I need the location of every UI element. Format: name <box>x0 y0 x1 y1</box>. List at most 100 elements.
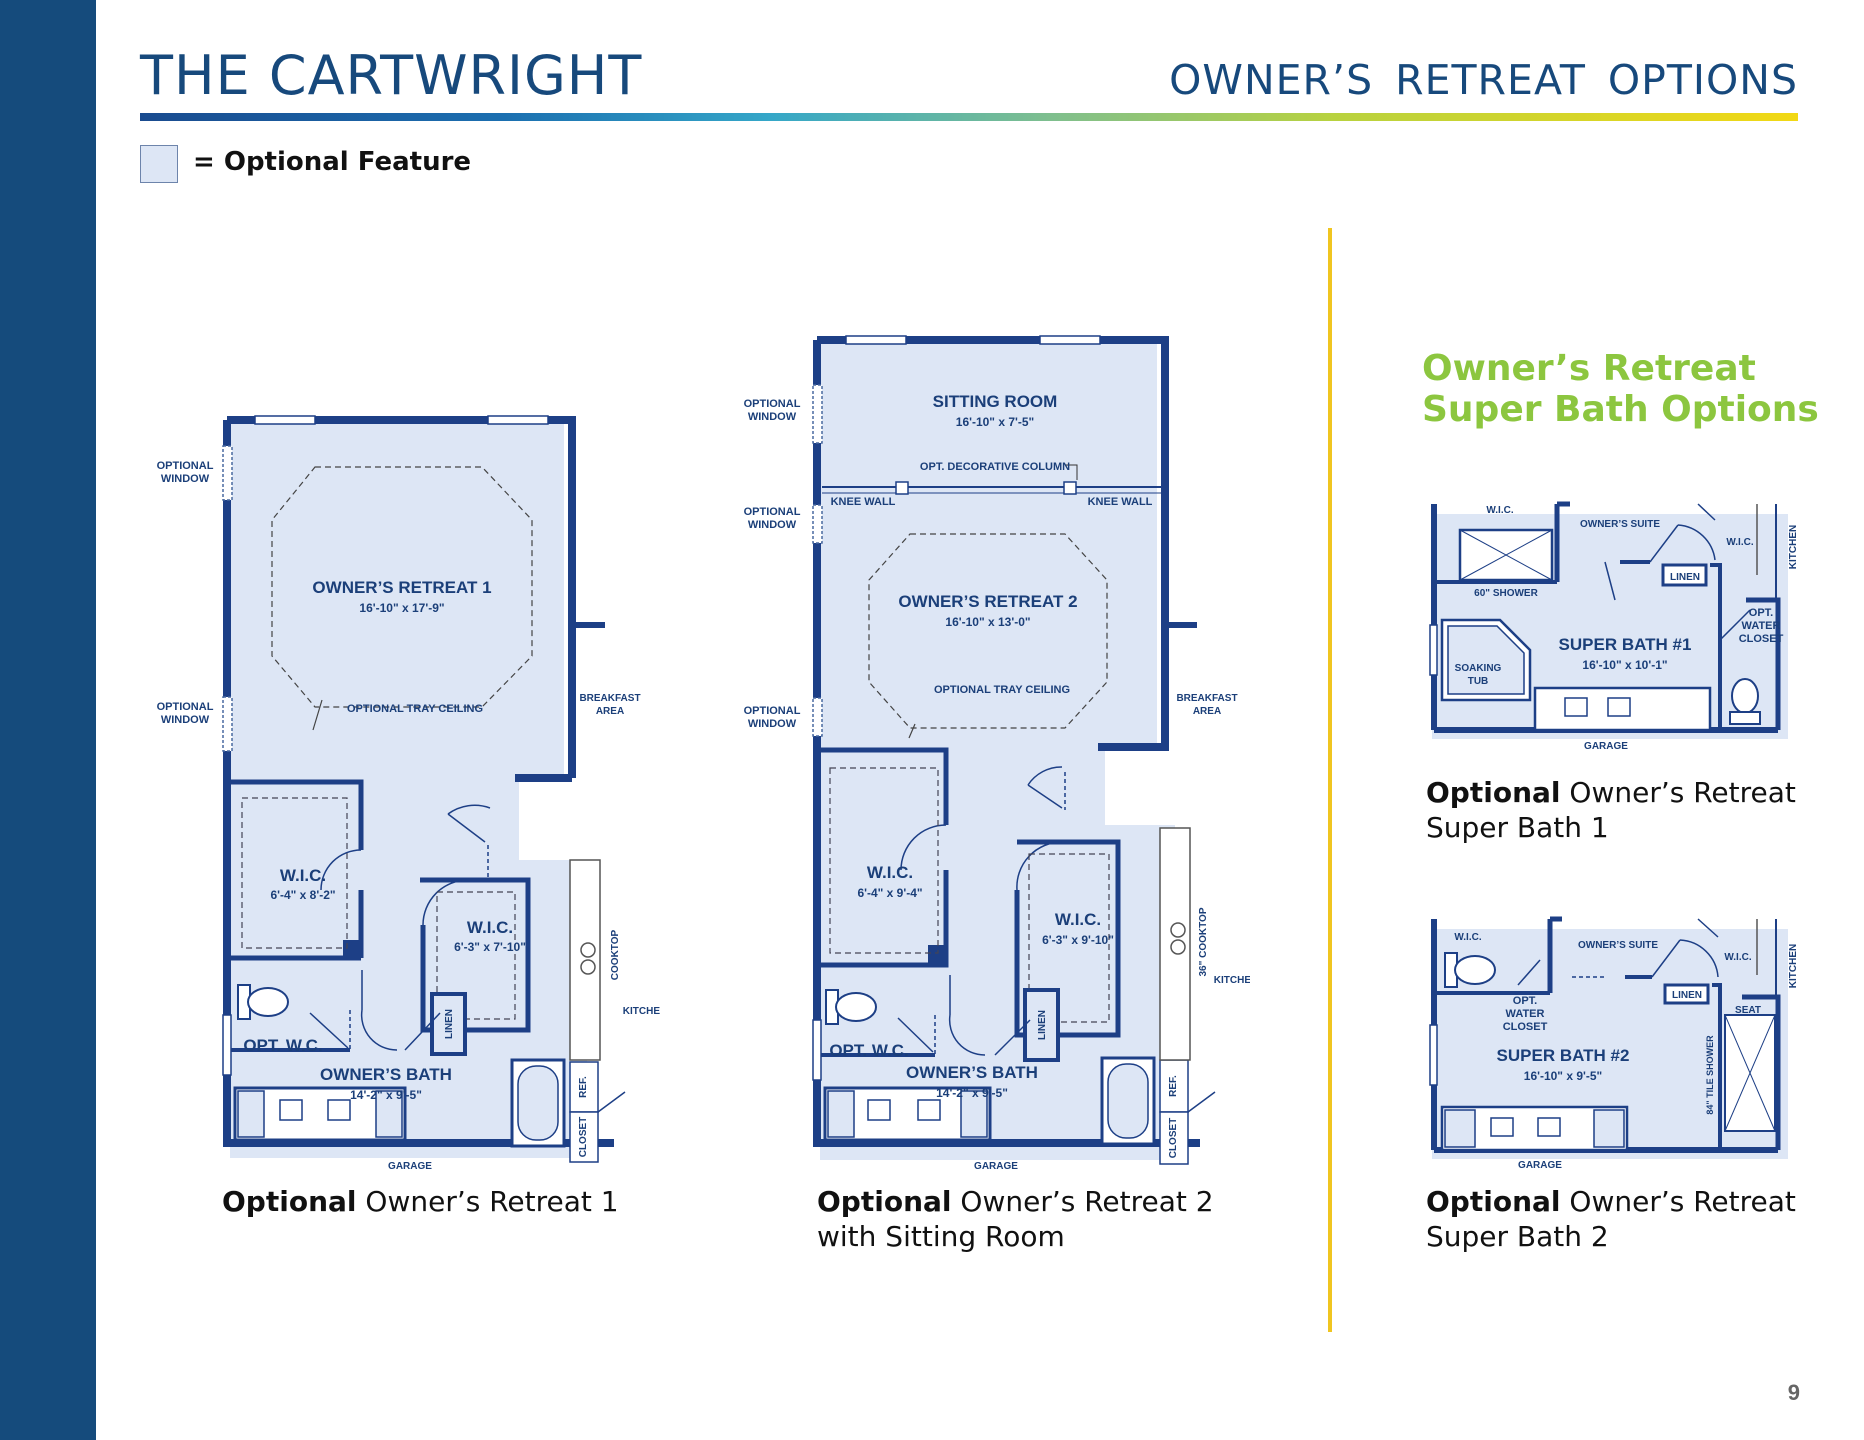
plan1-opt-wc: OPT. W.C. <box>243 1036 322 1055</box>
plan4-kitchen: KITCHEN <box>1788 944 1799 988</box>
plan1-ref: REF. <box>578 1076 589 1098</box>
plan1-bath-dims: 14'-2" x 9'-5" <box>350 1088 422 1102</box>
column-divider <box>1328 228 1332 1332</box>
plan2-window3-l1: OPTIONAL <box>744 705 801 717</box>
plan4-wic-left: W.I.C. <box>1454 932 1481 943</box>
plan3-bath-dims: 16'-10" x 10'-1" <box>1582 658 1667 672</box>
plan3-linen: LINEN <box>1670 572 1700 583</box>
plan2-tray-label: OPTIONAL TRAY CEILING <box>934 684 1070 696</box>
plan1-wic1-name: W.I.C. <box>280 866 326 885</box>
plan2-window2-l1: OPTIONAL <box>744 506 801 518</box>
plan2-bath-dims: 14'-2" x 9'-5" <box>936 1086 1008 1100</box>
plan4-tile-shower: 84" TILE SHOWER <box>1705 1035 1715 1115</box>
caption-plan-3: Optional Owner’s Retreat Super Bath 1 <box>1426 775 1796 845</box>
plan1-window-bottom-l1: OPTIONAL <box>157 701 214 713</box>
plan4-garage: GARAGE <box>1518 1160 1562 1171</box>
side-color-band <box>0 0 96 1440</box>
plan2-cooktop: 36" COOKTOP <box>1198 907 1209 976</box>
plan1-kitchen: KITCHEN <box>623 1006 660 1017</box>
plan1-cooktop: COOKTOP <box>610 929 621 980</box>
plan3-garage: GARAGE <box>1584 741 1628 752</box>
plan4-wc-l3: CLOSET <box>1503 1021 1548 1033</box>
plan1-tray-label: OPTIONAL TRAY CEILING <box>347 703 483 715</box>
page-subtitle: OWNER’S RETREAT OPTIONS <box>1169 56 1798 104</box>
plan3-wic-left: W.I.C. <box>1486 505 1513 516</box>
plan3-shower: 60" SHOWER <box>1474 588 1538 599</box>
plan3-bath-name: SUPER BATH #1 <box>1559 635 1692 654</box>
plan3-wc-l3: CLOSET <box>1739 633 1784 645</box>
plan1-room-dims: 16'-10" x 17'-9" <box>359 601 444 615</box>
plan3-soaking-l1: SOAKING <box>1455 663 1502 674</box>
plan3-owners-suite: OWNER’S SUITE <box>1580 519 1660 530</box>
plan2-wic1-dims: 6'-4" x 9'-4" <box>857 886 922 900</box>
plan2-garage: GARAGE <box>974 1161 1018 1172</box>
plan4-owners-suite: OWNER’S SUITE <box>1578 940 1658 951</box>
plan4-seat: SEAT <box>1735 1005 1761 1016</box>
plan2-bath-name: OWNER’S BATH <box>906 1063 1038 1082</box>
plan2-breakfast-l1: BREAKFAST <box>1176 693 1237 704</box>
plan1-wic2-dims: 6'-3" x 7'-10" <box>454 940 526 954</box>
plan3-wic-right: W.I.C. <box>1726 537 1753 548</box>
caption-plan-2-bold: Optional <box>817 1185 952 1218</box>
plan2-knee-left: KNEE WALL <box>831 496 896 508</box>
plan2-closet: CLOSET <box>1168 1118 1179 1159</box>
plan3-kitchen: KITCHEN <box>1788 525 1799 569</box>
plan4-wic-right: W.I.C. <box>1724 952 1751 963</box>
caption-plan-2: Optional Owner’s Retreat 2 with Sitting … <box>817 1184 1214 1254</box>
legend-swatch <box>140 145 178 183</box>
plan1-window-top-l2: WINDOW <box>161 473 210 485</box>
floorplan-super-bath-1: W.I.C. OWNER’S SUITE W.I.C. KITCHEN 60" … <box>1420 500 1810 760</box>
plan1-breakfast-l2: AREA <box>596 706 624 717</box>
plan2-linen: LINEN <box>1037 1010 1048 1040</box>
super-bath-heading: Owner’s Retreat Super Bath Options <box>1422 348 1819 430</box>
page-number: 9 <box>1787 1380 1800 1405</box>
plan2-breakfast-l2: AREA <box>1193 706 1221 717</box>
super-bath-heading-l2: Super Bath Options <box>1422 389 1819 430</box>
caption-plan-1: Optional Owner’s Retreat 1 <box>222 1184 619 1219</box>
plan4-bath-dims: 16'-10" x 9'-5" <box>1524 1069 1602 1083</box>
plan2-wic2-dims: 6'-3" x 9'-10" <box>1042 933 1114 947</box>
page-title: THE CARTWRIGHT <box>140 44 643 107</box>
caption-plan-1-rest: Owner’s Retreat 1 <box>356 1185 619 1218</box>
plan3-wc-l2: WATER <box>1742 620 1781 632</box>
caption-plan-3-rest: Owner’s Retreat <box>1560 776 1796 809</box>
plan3-soaking-l2: TUB <box>1468 676 1489 687</box>
plan4-bath-name: SUPER BATH #2 <box>1497 1046 1630 1065</box>
plan1-breakfast-l1: BREAKFAST <box>579 693 640 704</box>
plan2-window1-l1: OPTIONAL <box>744 398 801 410</box>
plan2-window3-l2: WINDOW <box>748 718 797 730</box>
plan1-window-bottom-l2: WINDOW <box>161 714 210 726</box>
plan1-garage: GARAGE <box>388 1161 432 1172</box>
gradient-rule <box>140 113 1798 121</box>
plan4-linen: LINEN <box>1672 990 1702 1001</box>
plan2-knee-right: KNEE WALL <box>1088 496 1153 508</box>
legend-label: = Optional Feature <box>193 147 472 177</box>
plan1-linen: LINEN <box>444 1009 455 1039</box>
floorplan-owners-retreat-1: OPTIONAL WINDOW OPTIONAL WINDOW OWNER’S … <box>150 410 660 1175</box>
caption-plan-1-bold: Optional <box>222 1185 357 1218</box>
plan2-sitting-dims: 16'-10" x 7'-5" <box>956 415 1034 429</box>
caption-plan-4-bold: Optional <box>1426 1185 1561 1218</box>
caption-plan-4-rest: Owner’s Retreat <box>1560 1185 1796 1218</box>
floorplan-owners-retreat-2: OPTIONAL WINDOW OPTIONAL WINDOW OPTIONAL… <box>740 330 1250 1175</box>
plan1-bath-name: OWNER’S BATH <box>320 1065 452 1084</box>
plan2-wic2-name: W.I.C. <box>1055 910 1101 929</box>
plan2-column-label: OPT. DECORATIVE COLUMN <box>920 461 1070 473</box>
super-bath-heading-l1: Owner’s Retreat <box>1422 348 1756 389</box>
plan1-wic1-dims: 6'-4" x 8'-2" <box>270 888 335 902</box>
plan2-room-name: OWNER’S RETREAT 2 <box>898 592 1077 611</box>
caption-plan-4-line2: Super Bath 2 <box>1426 1220 1609 1253</box>
plan2-wic1-name: W.I.C. <box>867 863 913 882</box>
caption-plan-3-line2: Super Bath 1 <box>1426 811 1609 844</box>
caption-plan-2-line2: with Sitting Room <box>817 1220 1065 1253</box>
plan2-window1-l2: WINDOW <box>748 411 797 423</box>
plan1-room-name: OWNER’S RETREAT 1 <box>312 578 491 597</box>
plan2-room-dims: 16'-10" x 13'-0" <box>945 615 1030 629</box>
plan2-ref: REF. <box>1168 1075 1179 1097</box>
floorplan-super-bath-2: W.I.C. OWNER’S SUITE W.I.C. KITCHEN OPT.… <box>1420 915 1810 1180</box>
caption-plan-4: Optional Owner’s Retreat Super Bath 2 <box>1426 1184 1796 1254</box>
plan2-kitchen: KITCHEN <box>1214 975 1250 986</box>
plan4-wc-l1: OPT. <box>1513 995 1537 1007</box>
caption-plan-3-bold: Optional <box>1426 776 1561 809</box>
plan1-wic2-name: W.I.C. <box>467 918 513 937</box>
